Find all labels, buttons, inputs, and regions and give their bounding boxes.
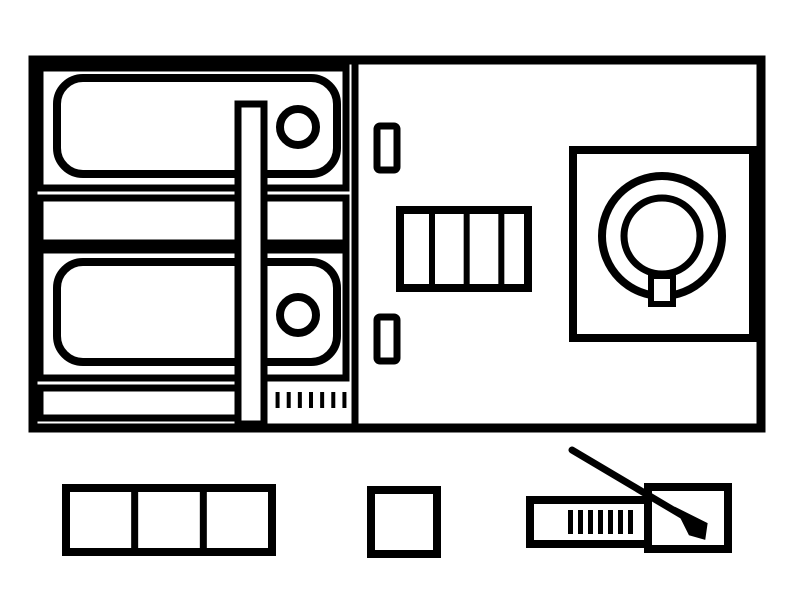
dial-tab — [651, 276, 673, 304]
vent-slot — [320, 392, 325, 408]
lower-tray-knob-icon[interactable] — [280, 297, 316, 333]
vent-slot — [309, 392, 313, 408]
right-section — [573, 150, 753, 338]
arm-unit-clip-housing — [648, 487, 728, 549]
triple-block-frame — [66, 488, 272, 552]
arm-unit-clip-icon — [678, 510, 706, 538]
arm-vent-slot — [628, 510, 633, 534]
vent-slot — [342, 392, 347, 408]
lower-tray — [40, 250, 346, 378]
arm-vent-slot — [598, 510, 603, 534]
vent-slot — [275, 392, 280, 408]
separator-bar-upper — [40, 198, 346, 243]
single-block[interactable] — [371, 490, 437, 554]
left-vent-grille — [275, 392, 347, 408]
upper-tray-knob-icon[interactable] — [280, 109, 316, 145]
button-block — [400, 210, 528, 288]
arm-vent-slot — [588, 510, 593, 534]
arm-vent-slot — [618, 510, 623, 534]
left-section — [40, 68, 346, 424]
indicator-light-lower — [377, 317, 397, 361]
upper-tray — [40, 68, 346, 188]
arm-unit-vent-grille — [568, 510, 633, 534]
vent-slot — [331, 392, 336, 408]
arm-vent-slot — [568, 510, 573, 534]
vertical-rail[interactable] — [238, 104, 264, 424]
dial-inner-ring-icon[interactable] — [624, 198, 700, 274]
indicator-light-upper — [377, 126, 397, 170]
separator-bar-lower — [40, 388, 240, 418]
arm-unit — [530, 450, 728, 549]
arm-unit-base — [530, 500, 658, 544]
arm-unit-arm[interactable] — [572, 450, 690, 520]
arm-vent-slot — [608, 510, 613, 534]
center-section — [377, 126, 528, 361]
vent-slot — [286, 392, 291, 408]
arm-vent-slot — [578, 510, 583, 534]
vent-slot — [297, 392, 302, 408]
triple-block — [66, 488, 272, 552]
